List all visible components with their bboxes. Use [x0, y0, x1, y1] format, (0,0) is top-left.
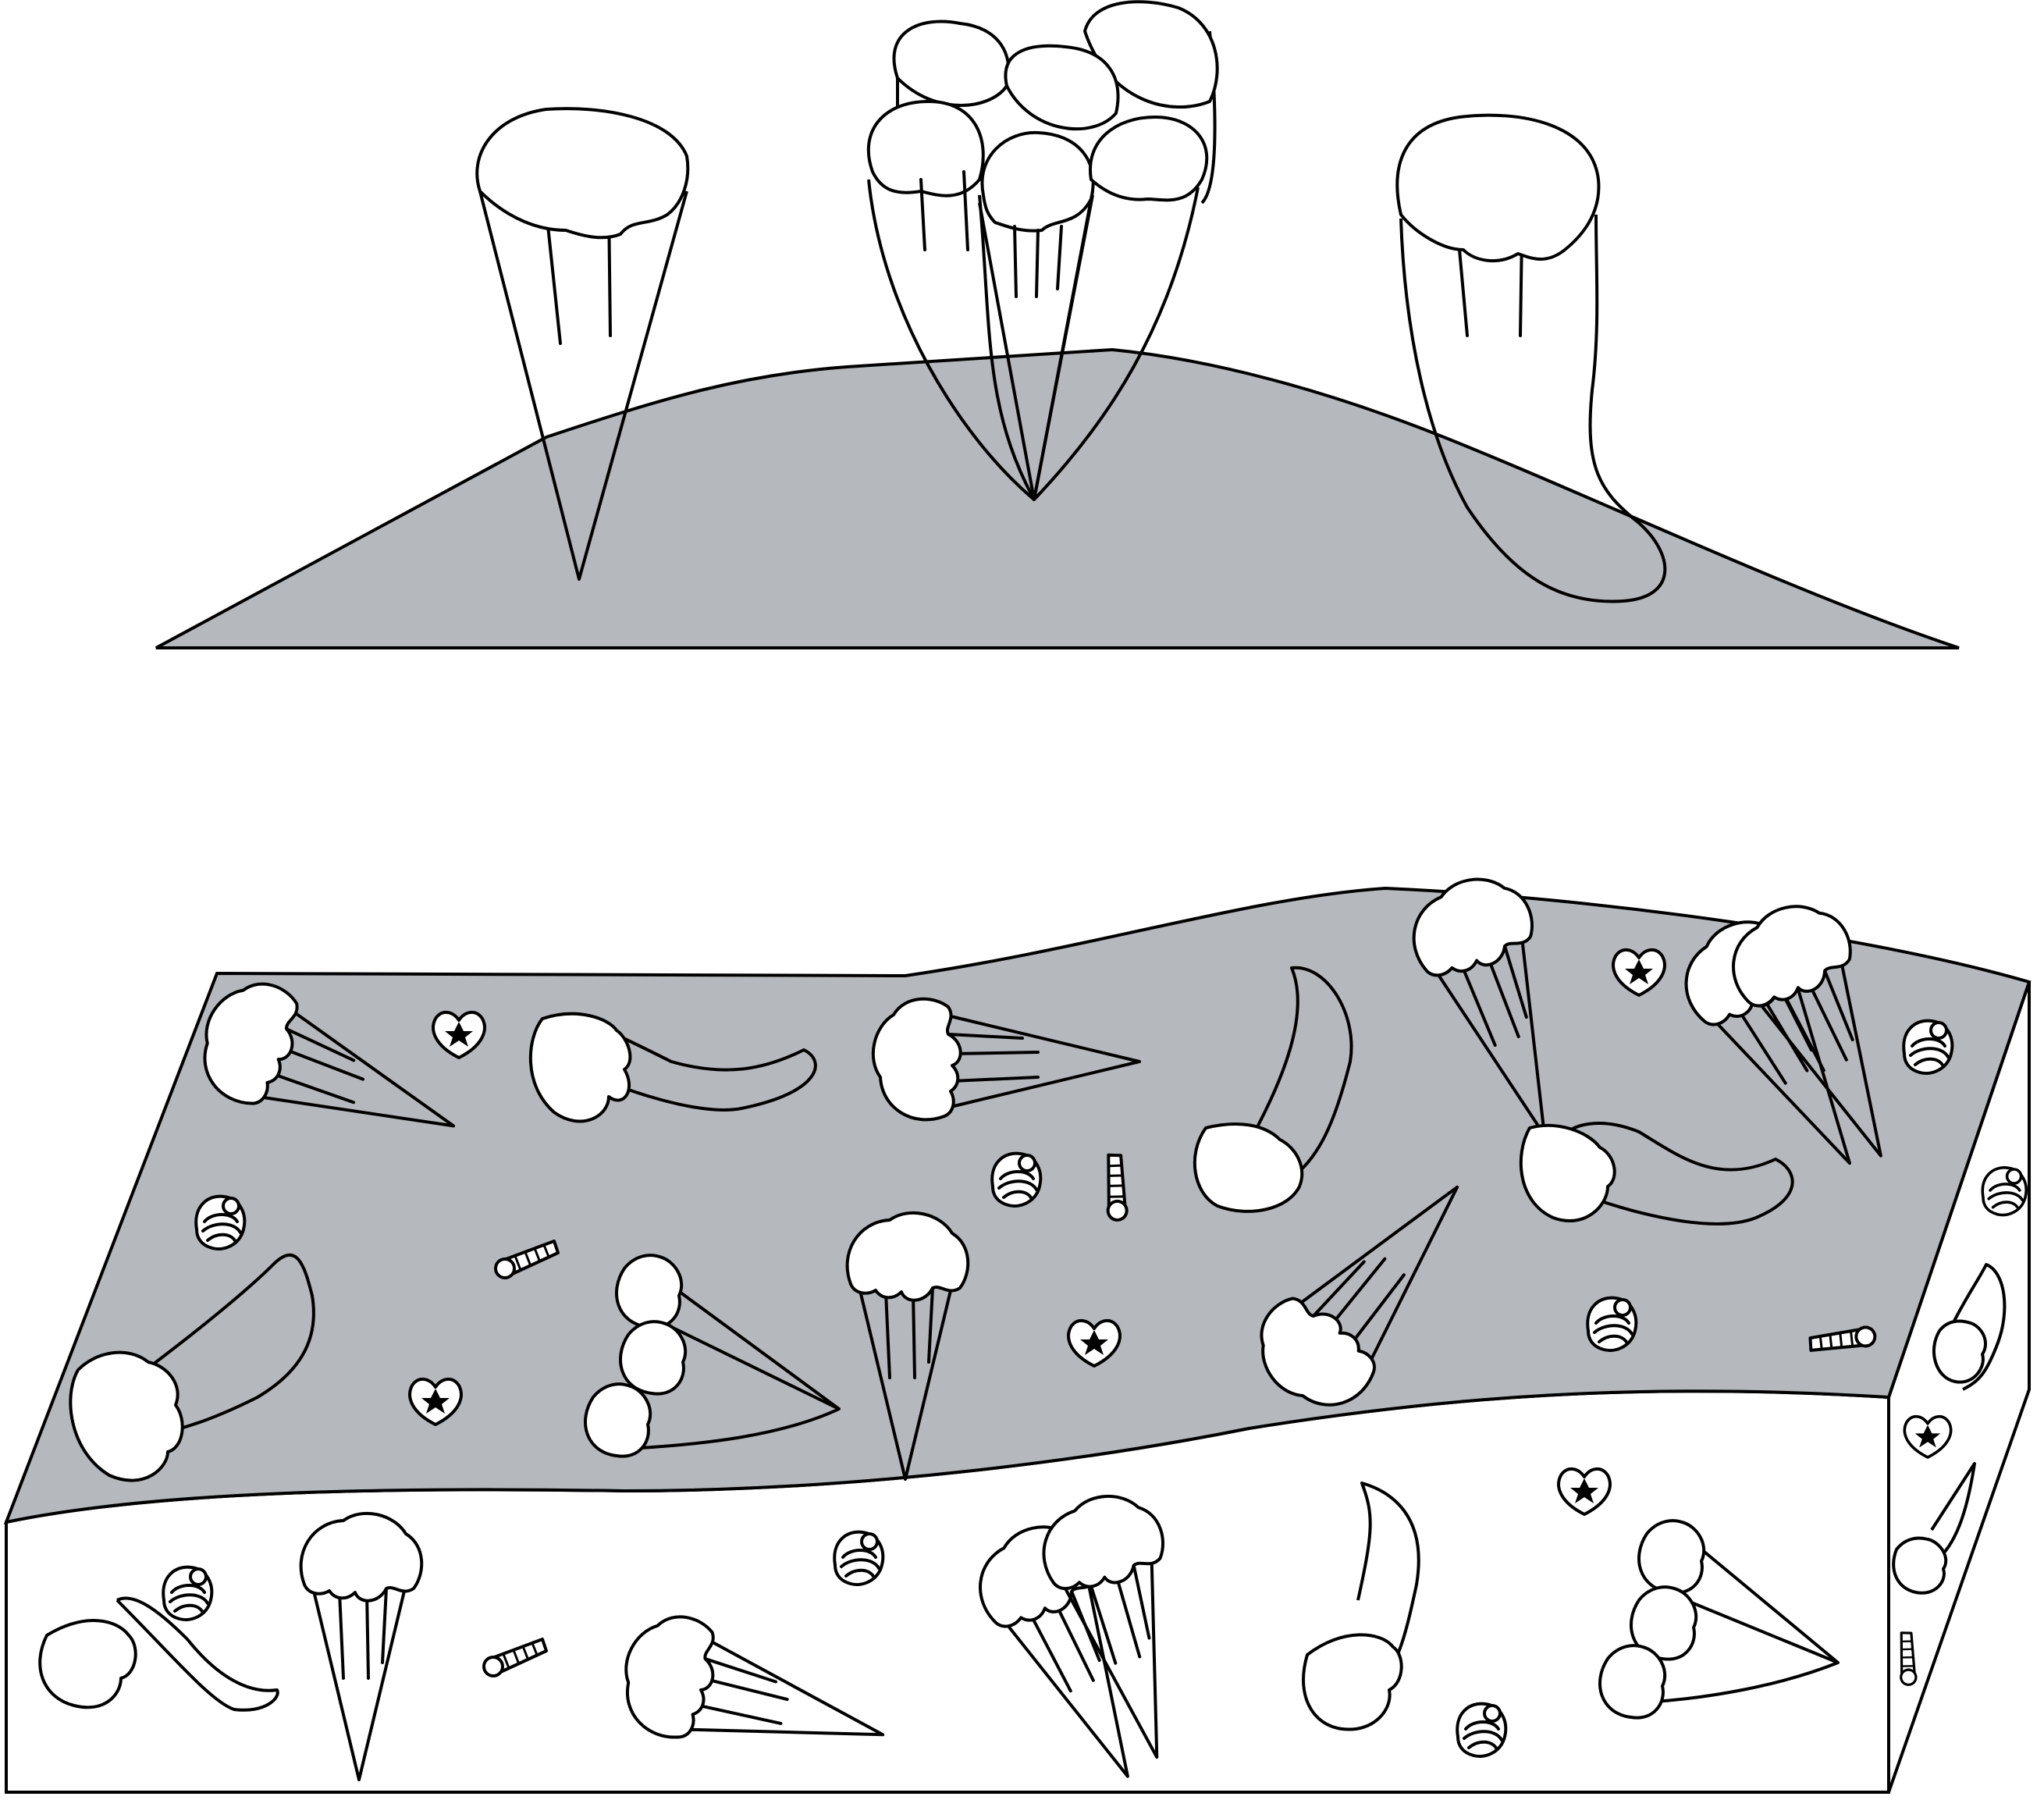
living-reef-community	[155, 0, 1960, 649]
front-curved-2	[1302, 1482, 1420, 1731]
top-spiral-3	[1586, 1296, 1638, 1352]
top-cone-cluster	[584, 1254, 841, 1458]
front-spiral-2	[833, 1530, 885, 1586]
front-curved-1	[38, 1596, 279, 1712]
front-cone-cluster	[1598, 1519, 1840, 1720]
top-spiral-2	[990, 1151, 1043, 1208]
top-spiral-4	[1902, 1019, 1954, 1075]
side-spiral-1	[1981, 1166, 2028, 1217]
rudist-cone-left	[475, 107, 690, 581]
sediment-mound	[155, 347, 1960, 649]
rudist-cluster	[866, 0, 1219, 501]
top-curved-1	[528, 1012, 817, 1123]
front-spiral-1	[162, 1565, 214, 1621]
rudist-curved-right	[1395, 113, 1667, 603]
top-curved-2	[1193, 966, 1353, 1213]
top-curved-4	[69, 1253, 315, 1482]
fossilized-rudist-block	[3, 862, 2032, 1800]
top-spiral-1	[194, 1194, 247, 1250]
side-cone-1	[1892, 1462, 1976, 1595]
top-curved-3	[1519, 1122, 1794, 1225]
side-curved-1	[1932, 1263, 2007, 1391]
front-spiral-3	[1456, 1702, 1508, 1758]
